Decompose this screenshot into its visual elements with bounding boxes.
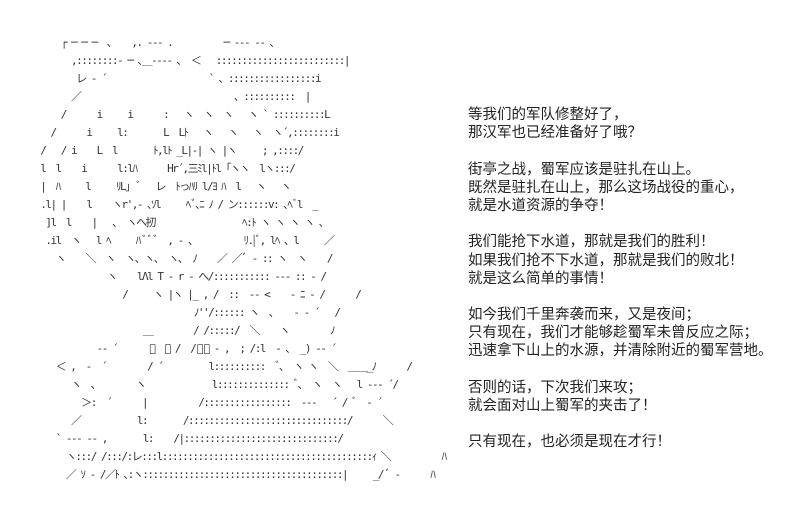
- dialogue-line: 只有现在，我们才能够趁蜀军未曾反应之际；: [468, 325, 758, 342]
- art-line: .l| | l ヽr',‐ ､ｿl ﾍﾞ､ﾆ ﾉ / ン::::::v: ､ﾍﾞ…: [30, 198, 319, 211]
- art-line: ヽ:::/ /:::/:レ:::l:::::::::::::::::::::::…: [30, 450, 447, 463]
- art-line: ＿ / /:::::/ ＼ ヽ ﾉ: [30, 324, 336, 337]
- art-line: ヽ ､ ヽ l:::::::::::::: ﾞ､ ヽ ヽ l ‐‐‐ ´/: [30, 378, 399, 391]
- dialogue-line: [468, 288, 773, 306]
- dialogue-line: 既然是驻扎在山上，那么这场战役的重心，: [468, 179, 744, 196]
- dialogue-line: [468, 142, 773, 160]
- dialogue-line: 那汉军也已经准备好了哦？: [468, 125, 642, 142]
- dialogue-line: 我们能抢下水道，那就是我们的胜利！: [468, 234, 715, 251]
- art-line: ‐‐ ´ ﾞ ＿ / /ﾞﾞ ‐ , ; /:l ‐ ､ _) ‐‐ ´: [30, 342, 338, 355]
- dialogue-line: [468, 361, 773, 379]
- art-line: ]l l | 、 ヽへ扨 ﾍ:ﾄ ヽ ヽ ヽ ヽ ､: [30, 216, 324, 229]
- art-line: / ヽ |ヽ |_ , / :: ‐‐ < ‐ ﾆ ‐ / /: [30, 288, 362, 301]
- art-line: | ﾊ l ﾘL」ﾞ レ ﾄっﾊﾘ l/ﾖ ﾊ l ヽ ヽ: [30, 180, 292, 193]
- dialogue-text: 等我们的军队修整好了， 那汉军也已经准备好了哦？ 街亭之战，蜀军应该是驻扎在山上。既…: [468, 106, 773, 452]
- dialogue-line: 等我们的军队修整好了，: [468, 107, 628, 123]
- dialogue-line: 如今我们千里奔袭而来，又是夜间；: [468, 307, 700, 324]
- art-line: ＞: ´ | /::::::::::::::::: ‐‐‐ ´ / ﾞ ‐ ´: [30, 396, 383, 409]
- art-line: ` ‐‐‐ ‐‐ , l: /|::::::::::::::::::::::::…: [30, 432, 344, 445]
- art-line: ＜ , ‐ ´ / ´ l:::::::::: ﾞ､ ヽ ヽ ＼ ＿＿_ﾉ /: [30, 360, 413, 373]
- dialogue-line: 只有现在，也必须是现在才行！: [468, 434, 671, 451]
- art-line: / i i : ヽ ヽ ヽ ヽ ` ::::::::::L: [30, 108, 331, 121]
- dialogue-line: [468, 415, 773, 433]
- art-line: l l i l:lﾊ Hr´,三ﾐl|ﾄl「ヽヽ lヽ:::/: [30, 162, 296, 175]
- dialogue-line: 迅速拿下山上的水源，并清除附近的蜀军营地。: [468, 343, 773, 360]
- dialogue-line: 否则的话，下次我们来攻；: [468, 379, 642, 396]
- art-line: ／ ｿ ‐ /／ﾄ ､:ヽ:::::::::::::::::::::::::::…: [30, 468, 436, 481]
- dialogue-line: 就是水道资源的争夺！: [468, 197, 613, 214]
- dialogue-line: 就会面对山上蜀军的夹击了！: [468, 398, 657, 414]
- art-line: ,::::::::‐ ─ ､＿‐‐‐‐ ､ ＜ ::::::::::::::::…: [30, 54, 351, 67]
- art-line: ／ l: /:::::::::::::::::::::::::::::::/ ＼: [30, 414, 394, 427]
- art-line: ﾉ''/:::::: ヽ ､ ‐ ‐ ´ /: [30, 306, 341, 319]
- art-line: ヽ ＼ ヽ ヽ、ヽ、 ヽ、 ﾉ ／ ／ﾞ ‐ :: ヽ ヽ /: [30, 252, 334, 265]
- dialogue-line: 就是这么简单的事情！: [468, 270, 613, 287]
- dialogue-line: [468, 215, 773, 233]
- art-line: ヽ lΛl T ‐ r ‐ へ/::::::::::: ‐‐‐ :: ‐ /: [30, 270, 327, 283]
- art-line: / i l: L Lﾄ ヽ ヽ ヽ ヽ´,::::::::i: [30, 126, 339, 139]
- ascii-art-figure: ┌ ─ ─ ─ ､ ,. ‐‐- . ─ ‐‐‐ ‐‐ ､ ,::::::::‐…: [30, 34, 447, 484]
- art-line: レ - ´ ` ､ :::::::::::::::::i: [30, 72, 322, 85]
- art-line: / / i L l ﾄ,lﾄ _L|‐| ヽ |ヽ ; ,::::/: [30, 144, 304, 157]
- art-line: .il ヽ l ﾍ ﾊ ﾞﾞﾞ , ‐ 、 ﾘ.|ﾞ, lﾍ ､ l ／: [30, 234, 335, 247]
- art-line: ┌ ─ ─ ─ ､ ,. ‐‐- . ─ ‐‐‐ ‐‐ ､: [30, 36, 275, 49]
- art-line: ／ ､ :::::::::: |: [30, 90, 311, 103]
- dialogue-line: 街亭之战，蜀军应该是驻扎在山上。: [468, 161, 700, 178]
- dialogue-line: 如果我们抢不下水道，那就是我们的败北！: [468, 252, 744, 269]
